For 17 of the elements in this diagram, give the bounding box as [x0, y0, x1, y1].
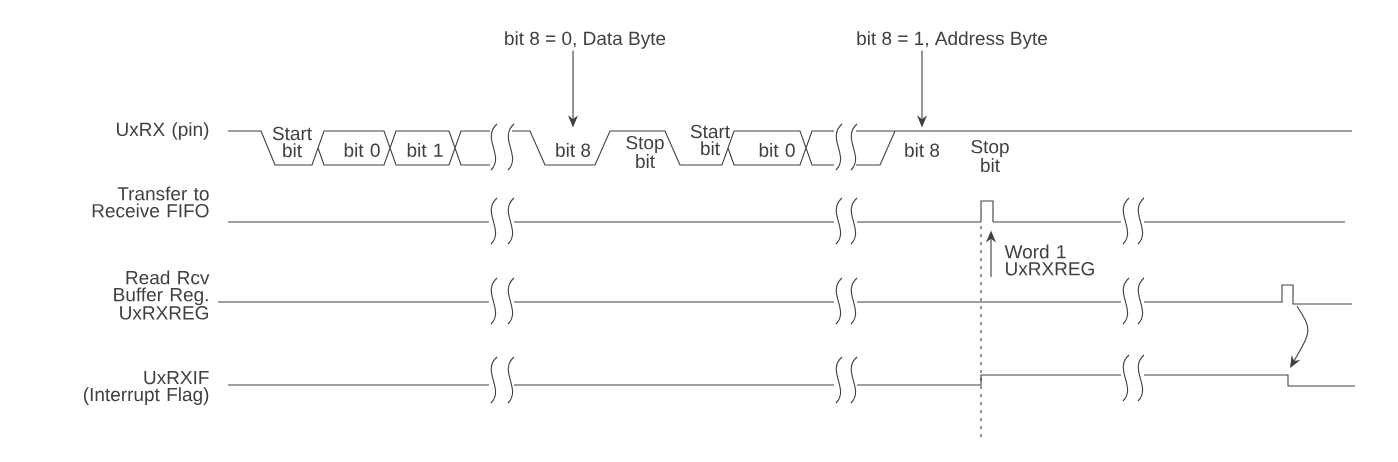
- bit-label: bit 8: [905, 143, 940, 157]
- bit-label: Stop bit: [971, 139, 1009, 173]
- signal-name: Transfer to Receive FIFO: [92, 186, 209, 218]
- bit-label: bit 8: [556, 143, 591, 157]
- signal-name: UxRX (pin): [116, 122, 209, 140]
- signal-name: UxRXIF (Interrupt Flag): [83, 371, 209, 405]
- bit-label: bit 0: [344, 143, 380, 157]
- annotation-text: bit 8 = 1, Address Byte: [857, 31, 1047, 49]
- bit-label: Stop bit: [626, 135, 664, 169]
- bit-label: Start bit: [690, 124, 730, 156]
- annotation-text: bit 8 = 0, Data Byte: [505, 31, 666, 49]
- annotation-text: Word 1 UxRXREG: [1004, 244, 1094, 276]
- bit-label: bit 1: [407, 143, 443, 157]
- bit-label: bit 0: [759, 143, 795, 157]
- bit-label: Start bit: [272, 126, 312, 158]
- signal-name: Read Rcv Buffer Reg. UxRXREG: [114, 270, 210, 320]
- pulse: [980, 200, 994, 223]
